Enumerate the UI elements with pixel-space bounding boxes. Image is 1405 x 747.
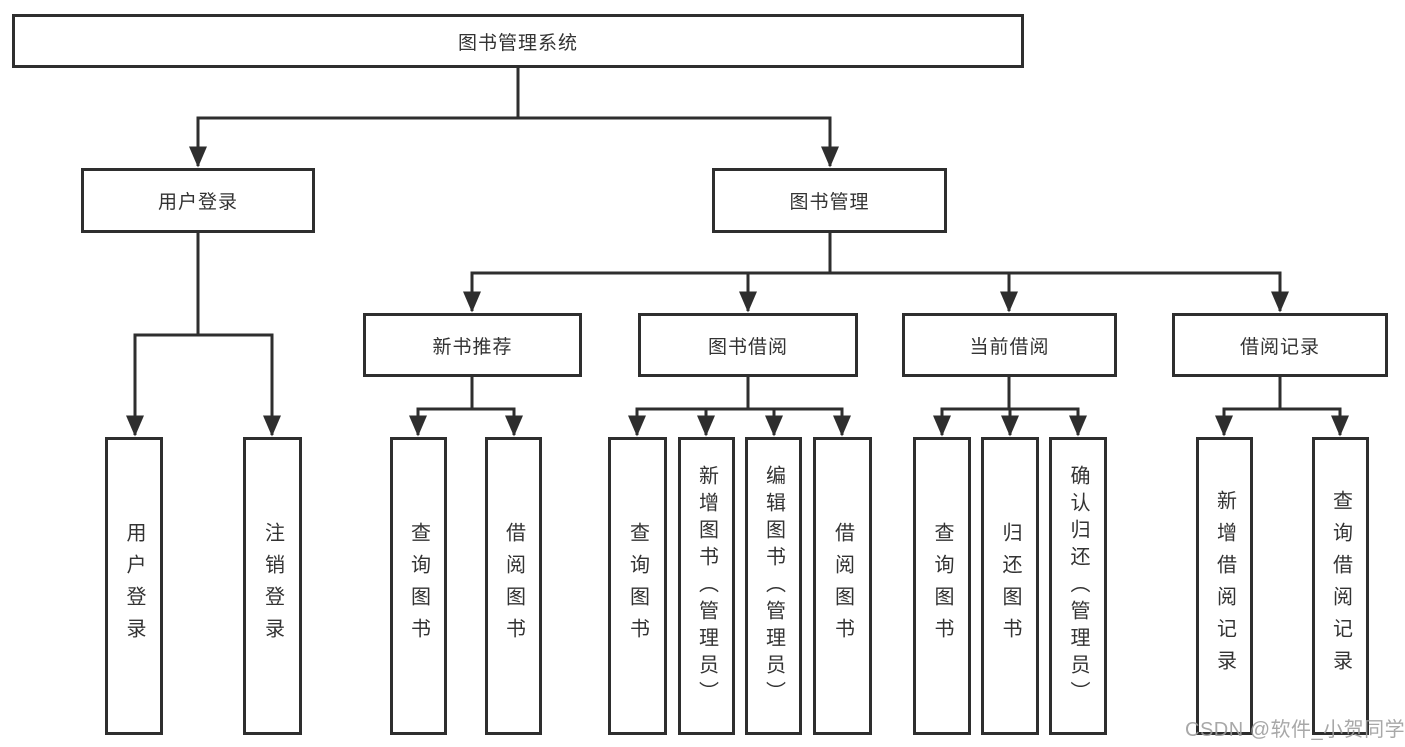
leaf-query-borrow-record: 查询借阅记录 [1312,437,1369,735]
node-label: 用户登录 [123,522,145,650]
node-label: 新增借阅记录 [1213,490,1236,682]
node-label: 新书推荐 [432,336,513,358]
node-label: 查询图书 [407,522,430,650]
node-label: 图书借阅 [707,336,788,358]
leaf-borrow-books-recommend: 借阅图书 [485,437,542,735]
leaf-query-books-current: 查询图书 [913,437,971,735]
node-current-borrowing: 当前借阅 [902,313,1117,377]
node-label: 当前借阅 [969,336,1050,358]
node-label: 归还图书 [999,522,1021,650]
node-label: 用户登录 [157,192,238,213]
node-label: 查询图书 [626,522,649,650]
leaf-edit-books-admin: 编辑图书（管理员） [745,437,802,735]
node-label: 借阅图书 [502,522,525,650]
leaf-logout: 注销登录 [243,437,302,735]
node-label: 查询借阅记录 [1329,490,1352,682]
node-book-management: 图书管理 [712,168,947,233]
node-label: 编辑图书（管理员） [762,464,785,708]
csdn-watermark: CSDN @软件_小贺同学 [1185,719,1405,741]
node-borrowing-records: 借阅记录 [1172,313,1388,377]
node-label: 确认归还（管理员） [1067,464,1089,708]
leaf-user-login: 用户登录 [105,437,163,735]
node-label: 查询图书 [931,522,953,650]
leaf-return-books: 归还图书 [981,437,1039,735]
node-label: 注销登录 [261,522,284,650]
node-user-login: 用户登录 [81,168,315,233]
node-label: 借阅图书 [831,522,854,650]
node-label: 图书管理 [789,192,870,213]
node-label: 新增图书（管理员） [695,464,718,708]
leaf-confirm-return-admin: 确认归还（管理员） [1049,437,1107,735]
leaf-borrow-books: 借阅图书 [813,437,872,735]
node-book-borrowing: 图书借阅 [638,313,858,377]
node-new-book-recommendation: 新书推荐 [363,313,582,377]
leaf-add-books-admin: 新增图书（管理员） [678,437,735,735]
node-label: 图书管理系统 [457,32,578,54]
node-root-system: 图书管理系统 [12,14,1024,68]
node-label: 借阅记录 [1239,336,1320,358]
leaf-query-books-recommend: 查询图书 [390,437,447,735]
leaf-query-books-borrow: 查询图书 [608,437,667,735]
leaf-add-borrow-record: 新增借阅记录 [1196,437,1253,735]
